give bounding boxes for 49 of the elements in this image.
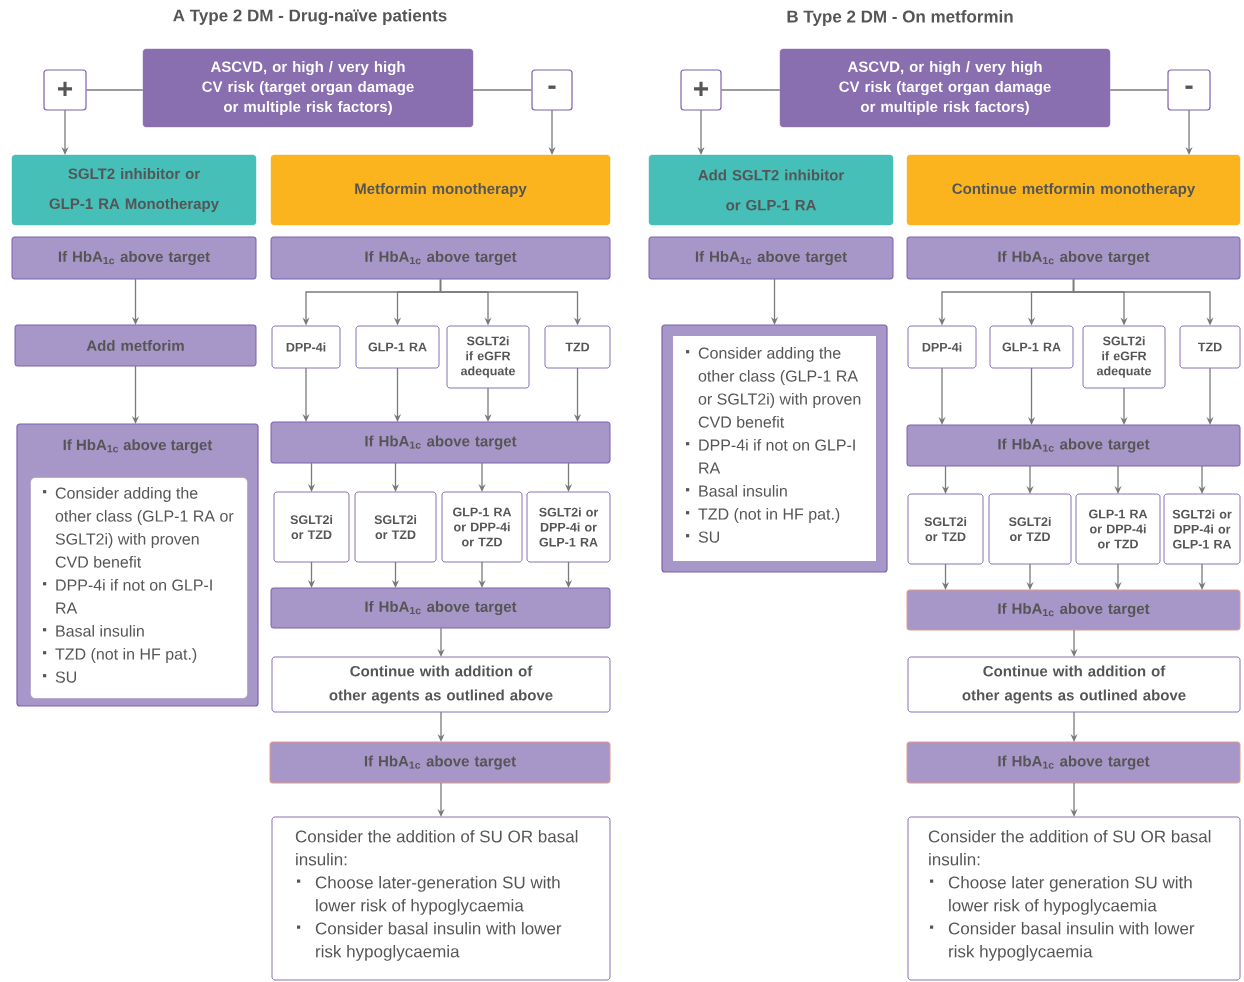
note-box: Consider the addition of SU OR basal insulin: Choose later-generation SU with lower risk of hypoglycaemia Consider basal insulin with lower risk hypoglycaemia <box>271 816 611 981</box>
drug-box: SGLT2i or DPP-4i or GLP-1 RA <box>526 491 611 563</box>
drug-box: GLP-1 RA or DPP-4i or TZD <box>1075 493 1161 565</box>
panel-title: B Type 2 DM - On metformin <box>787 10 1013 26</box>
condition-box: If HbA$_{1c}$ above target <box>648 236 894 280</box>
risk-box: ASCVD, or high / very high CV risk (target organ damage or multiple risk factors) <box>779 48 1111 128</box>
drug-box: GLP-1 RA <box>355 325 440 369</box>
condition-box: If HbA$_{1c}$ above target <box>270 587 611 629</box>
risk-box: ASCVD, or high / very high CV risk (target organ damage or multiple risk factors) <box>142 48 474 128</box>
condition-box: If HbA$_{1c}$ above target <box>269 741 611 784</box>
connector-line <box>720 89 781 91</box>
condition-box: If HbA$_{1c}$ above target <box>906 741 1241 784</box>
connector-line <box>472 89 533 91</box>
sign-box: - <box>531 69 573 111</box>
next-step-box: Continue with addition of other agents as outlined above <box>907 656 1241 713</box>
sign-box: + <box>680 69 722 111</box>
connector-line <box>1109 89 1169 91</box>
note-box: Consider the addition of SU OR basal insulin: Choose later generation SU with lower risk of hypoglycaemia Consider basal insulin with lower risk hypoglycaemia <box>907 816 1241 981</box>
condition-box: If HbA$_{1c}$ above target <box>906 236 1241 280</box>
drug-box: SGLT2i or TZD <box>988 493 1072 565</box>
drug-box: SGLT2i or DPP-4i or GLP-1 RA <box>1163 493 1241 565</box>
therapy-box: Metformin monotherapy <box>270 154 611 226</box>
therapy-box: SGLT2 inhibitor or GLP-1 RA Monotherapy <box>11 154 257 226</box>
sign-box: + <box>43 69 87 111</box>
condition-box: Add metforim <box>14 324 257 367</box>
drug-box: SGLT2i or TZD <box>273 491 350 563</box>
note-box: Consider adding the other class (GLP-1 RA or SGLT2i) with proven CVD benefit DPP-4i if not on GLP-I RA Basal insulin TZD (not in HF pat.) SU <box>661 324 888 573</box>
drug-box: GLP-1 RA <box>989 325 1074 369</box>
sign-box: - <box>1167 69 1211 111</box>
condition-box: If HbA$_{1c}$ above target <box>906 424 1241 467</box>
drug-box: SGLT2i or TZD <box>354 491 437 563</box>
drug-box: SGLT2i or TZD <box>907 493 984 565</box>
note-box: Consider adding the other class (GLP-1 RA or SGLT2i) with proven CVD benefit DPP-4i if not on GLP-I RA Basal insulin TZD (not in HF pat.) SU <box>30 477 248 699</box>
drug-box: TZD <box>1179 325 1241 369</box>
next-step-box: Continue with addition of other agents as outlined above <box>271 656 611 713</box>
drug-box: TZD <box>544 325 611 369</box>
drug-box: DPP-4i <box>907 325 977 369</box>
condition-box: If HbA$_{1c}$ above target <box>906 589 1241 631</box>
drug-box: SGLT2i if eGFR adequate <box>446 325 530 389</box>
condition-box: If HbA$_{1c}$ above target <box>270 421 611 464</box>
therapy-box: Continue metformin monotherapy <box>906 154 1241 226</box>
drug-box: SGLT2i if eGFR adequate <box>1082 325 1166 389</box>
drug-box: DPP-4i <box>271 325 341 369</box>
condition-box: If HbA$_{1c}$ above target <box>270 236 611 280</box>
drug-box: GLP-1 RA or DPP-4i or TZD <box>441 491 523 563</box>
panel-title: A Type 2 DM - Drug-naïve patients <box>173 9 447 25</box>
condition-box: If HbA$_{1c}$ above target <box>11 236 257 280</box>
therapy-box: Add SGLT2 inhibitor or GLP-1 RA <box>648 154 894 226</box>
connector-line <box>85 89 144 91</box>
